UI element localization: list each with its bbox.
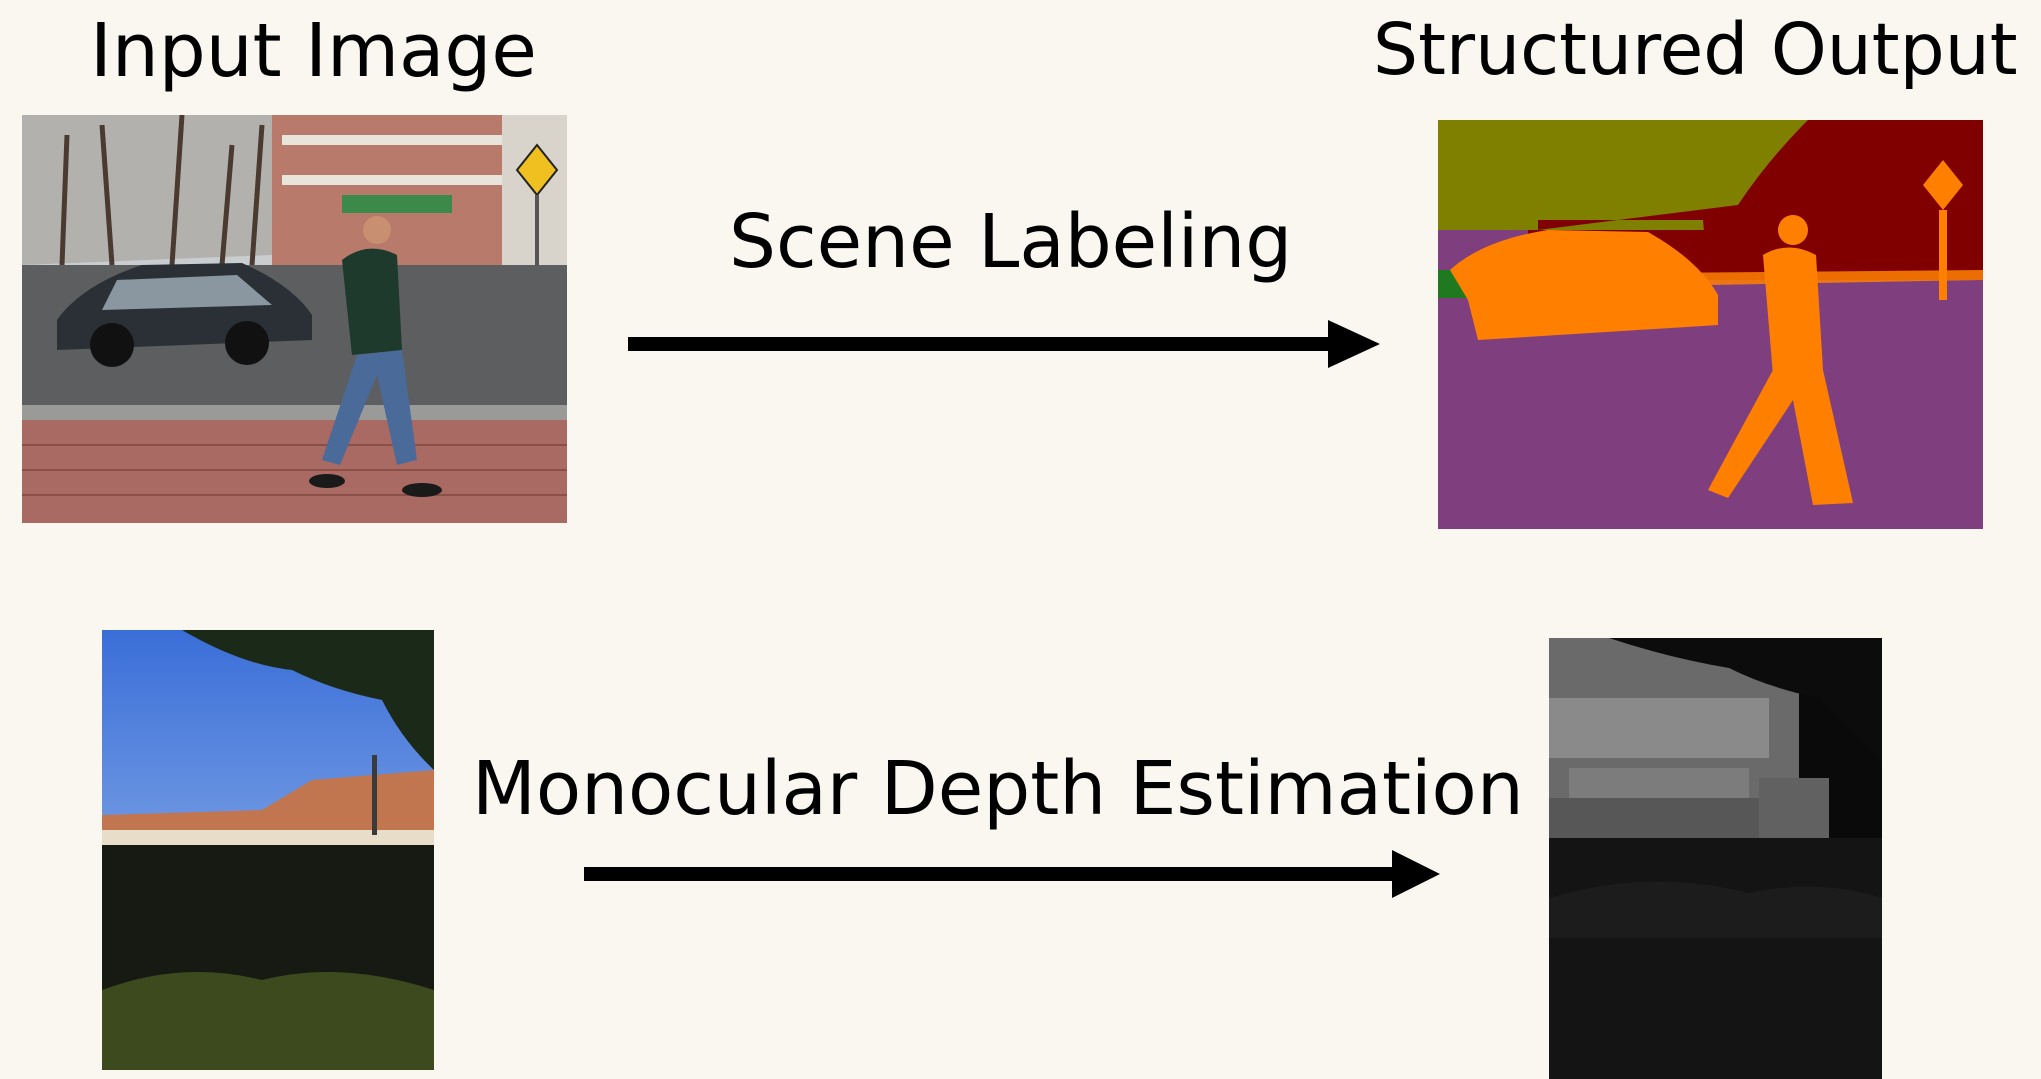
scene-labeling-output	[1438, 120, 1983, 529]
scene-labeling-arrow	[628, 320, 1380, 368]
outdoor-scene-photo	[102, 630, 434, 1070]
structured-output-heading: Structured Output	[1373, 8, 2018, 91]
depth-estimation-arrow	[584, 850, 1440, 898]
input-image-heading: Input Image	[90, 8, 537, 94]
monocular-depth-estimation-label: Monocular Depth Estimation	[472, 746, 1524, 832]
street-scene-photo	[22, 115, 567, 523]
depth-map-output	[1549, 638, 1882, 1079]
scene-labeling-label: Scene Labeling	[729, 199, 1293, 285]
